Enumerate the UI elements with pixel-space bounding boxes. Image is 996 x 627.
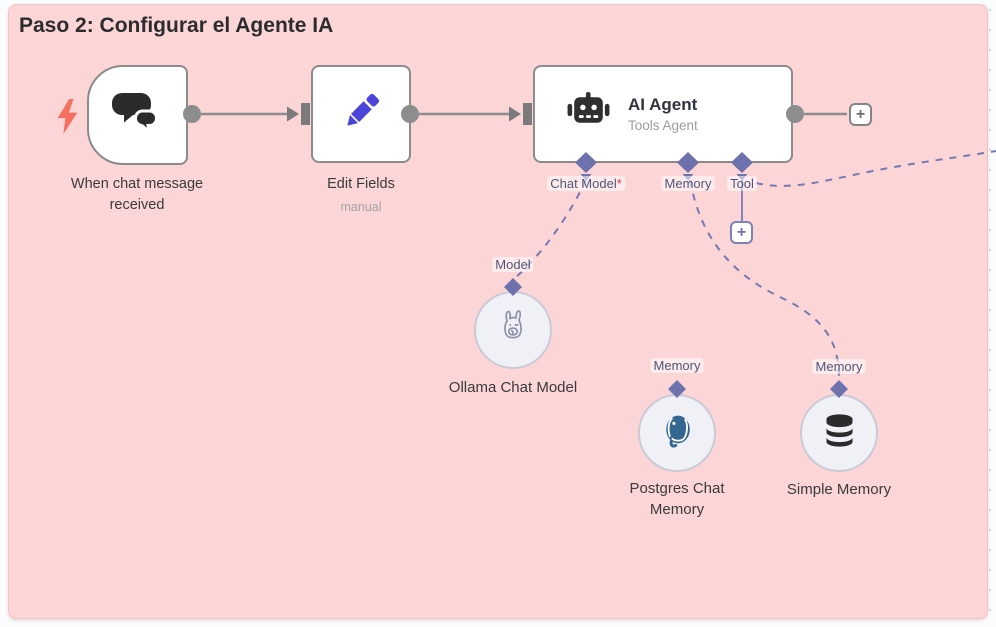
port-label-ollama-model: Model: [492, 257, 534, 272]
node-label-ollama: Ollama Chat Model: [448, 379, 578, 396]
robot-icon: [565, 91, 612, 137]
ai-agent-title: AI Agent: [628, 95, 698, 114]
ai-agent-subtitle: Tools Agent: [628, 118, 698, 133]
postgresql-icon: [657, 410, 698, 456]
port-label-tool: Tool: [727, 176, 757, 191]
add-tool-button[interactable]: +: [730, 221, 753, 244]
node-label-trigger: When chat message received: [70, 176, 204, 213]
port-label-chat-model: Chat Model*: [547, 176, 625, 191]
node-simple-memory[interactable]: [800, 394, 878, 472]
add-node-button[interactable]: +: [849, 103, 872, 126]
node-ollama-chat-model[interactable]: [474, 291, 552, 369]
node-label-postgres: Postgres Chat Memory: [629, 480, 725, 518]
llama-icon: [491, 306, 535, 355]
port-label-simple-memory: Memory: [812, 359, 866, 374]
port-label-memory: Memory: [661, 176, 715, 191]
node-edit-fields[interactable]: [311, 65, 411, 163]
node-postgres-chat-memory[interactable]: [638, 394, 716, 472]
port-label-postgres-memory: Memory: [650, 358, 704, 373]
node-label-edit-fields: Edit Fields: [327, 176, 395, 192]
trigger-bolt-icon: [55, 99, 80, 139]
node-ai-agent[interactable]: AI Agent Tools Agent: [533, 65, 793, 163]
chat-bubbles-icon: [111, 89, 165, 142]
node-label-simple-memory: Simple Memory: [786, 481, 892, 498]
required-asterisk: *: [616, 176, 622, 191]
node-sublabel-edit-fields: manual: [340, 200, 382, 214]
database-icon: [821, 412, 858, 455]
pencil-icon: [337, 88, 385, 141]
node-when-chat-message-received[interactable]: [87, 65, 188, 165]
sticky-note-title: Paso 2: Configurar el Agente IA: [19, 14, 334, 37]
